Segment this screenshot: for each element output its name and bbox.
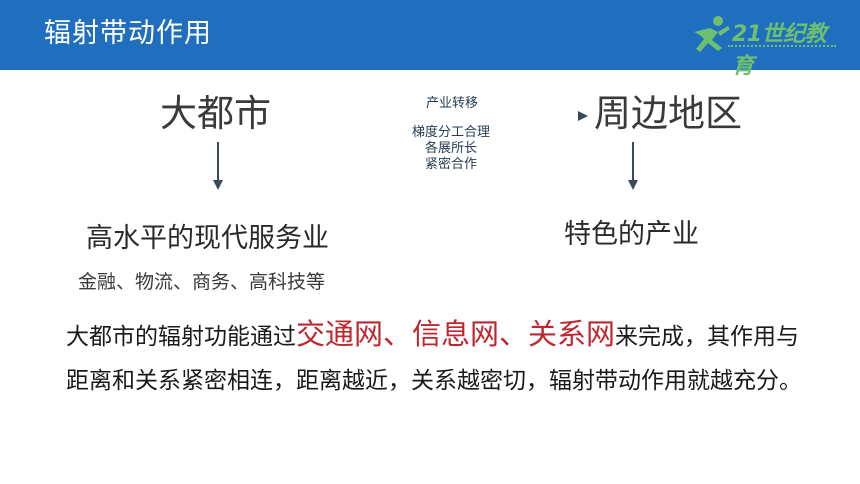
runner-icon bbox=[694, 16, 730, 52]
slide-title: 辐射带动作用 bbox=[44, 18, 212, 49]
arrow-bottom-label-3: 紧密合作 bbox=[424, 157, 477, 172]
target-node: 周边地区 bbox=[594, 92, 742, 135]
source-examples: 金融、物流、商务、高科技等 bbox=[78, 271, 326, 293]
arrow-bottom-label-2: 各展所长 bbox=[424, 141, 477, 156]
horizontal-arrow-head bbox=[578, 111, 588, 121]
target-result: 特色的产业 bbox=[564, 219, 699, 250]
logo-text: 21世纪教育 bbox=[732, 22, 827, 79]
paragraph-prefix: 大都市的辐射功能通过 bbox=[66, 324, 296, 350]
brand-logo: 21世纪教育 bbox=[688, 14, 838, 79]
paragraph-highlight: 交通网、信息网、关系网 bbox=[296, 317, 616, 351]
arrow-top-label: 产业转移 bbox=[425, 96, 478, 111]
logo-underline bbox=[728, 45, 836, 51]
source-node: 大都市 bbox=[160, 92, 271, 135]
down-arrow-right-head bbox=[628, 180, 638, 190]
paragraph-suffix: 来完成，其作用与距离和关系紧密相连，距离越近，关系越密切，辐射带动作用就越充分。 bbox=[66, 324, 802, 394]
title-bar: 辐射带动作用 21世纪教育 bbox=[0, 0, 860, 79]
arrow-bottom-label-1: 梯度分工合理 bbox=[411, 125, 490, 140]
down-arrow-left-head bbox=[213, 180, 223, 190]
explanation-paragraph: 大都市的辐射功能通过交通网、信息网、关系网来完成，其作用与距离和关系紧密相连，距… bbox=[66, 312, 806, 403]
source-result: 高水平的现代服务业 bbox=[86, 223, 329, 254]
